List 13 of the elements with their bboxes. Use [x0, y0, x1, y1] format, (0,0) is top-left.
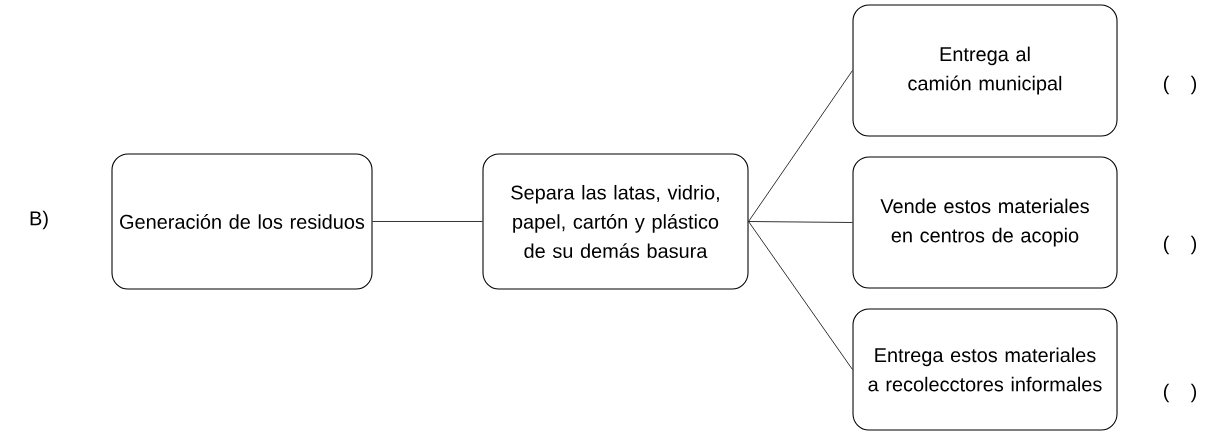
connector-line [372, 221, 483, 222]
process-box: Separa las latas, vidrio, papel, cartón y plástico de su demás basura [482, 153, 749, 290]
process-box: Vende estos materiales en centros de acopio [852, 156, 1118, 289]
process-box: Entrega estos materiales a recolecctores informales [852, 308, 1118, 431]
connector-line [748, 221, 853, 223]
connector-line [748, 221, 853, 370]
section-letter: B) [30, 210, 48, 230]
connector-line [748, 70, 853, 222]
answer-parentheses: ( ) [1163, 235, 1197, 255]
process-box: Entrega al camión municipal [852, 4, 1118, 137]
process-box: Generación de los residuos [111, 153, 373, 290]
answer-parentheses: ( ) [1163, 383, 1197, 403]
answer-parentheses: ( ) [1163, 75, 1197, 95]
